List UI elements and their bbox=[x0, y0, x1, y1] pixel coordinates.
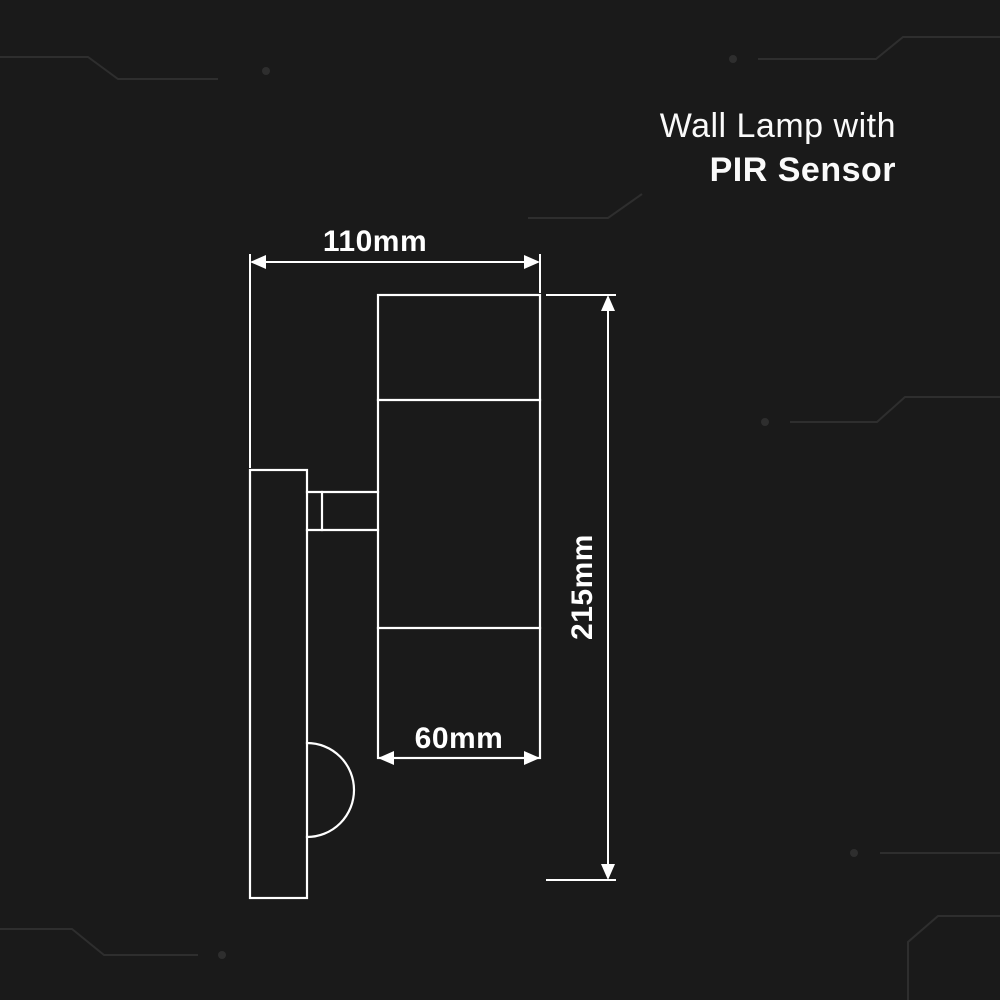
circuit-trace-mid-right bbox=[790, 396, 1000, 423]
dimension-label-height: 215mm bbox=[566, 534, 599, 640]
circuit-trace-mid-center bbox=[528, 193, 643, 219]
diameter-arrow-right bbox=[524, 751, 540, 765]
dimension-diameter: 60mm bbox=[378, 722, 540, 765]
width-arrow-left bbox=[250, 255, 266, 269]
circuit-dot-mid-right bbox=[761, 418, 769, 426]
circuit-trace-bottom-left bbox=[0, 928, 198, 956]
width-arrow-right bbox=[524, 255, 540, 269]
circuit-trace-top-left bbox=[0, 56, 218, 80]
pir-sensor-dome bbox=[305, 741, 356, 839]
circuit-dot-top-left bbox=[262, 67, 270, 75]
height-arrow-bottom bbox=[601, 864, 615, 880]
product-title: Wall Lamp with PIR Sensor bbox=[660, 104, 896, 192]
dimension-label-diameter: 60mm bbox=[415, 722, 504, 755]
circuit-dot-bottom-left bbox=[218, 951, 226, 959]
lamp-body bbox=[376, 293, 542, 760]
circuit-trace-top-right bbox=[758, 36, 1000, 60]
height-arrow-top bbox=[601, 295, 615, 311]
dimension-height: 215mm bbox=[546, 294, 616, 881]
circuit-dot-top-right bbox=[729, 55, 737, 63]
circuit-traces bbox=[0, 36, 1000, 1000]
dimension-label-width: 110mm bbox=[323, 225, 427, 258]
circuit-trace-bottom-right-corner bbox=[907, 915, 1000, 1000]
product-title-line1: Wall Lamp with bbox=[659, 107, 896, 145]
wall-plate bbox=[248, 468, 309, 900]
product-title-line2: PIR Sensor bbox=[709, 151, 896, 189]
dimension-width: 110mm bbox=[249, 225, 541, 468]
lamp-outline bbox=[248, 293, 542, 900]
diameter-arrow-left bbox=[378, 751, 394, 765]
circuit-dot-bottom-right bbox=[850, 849, 858, 857]
